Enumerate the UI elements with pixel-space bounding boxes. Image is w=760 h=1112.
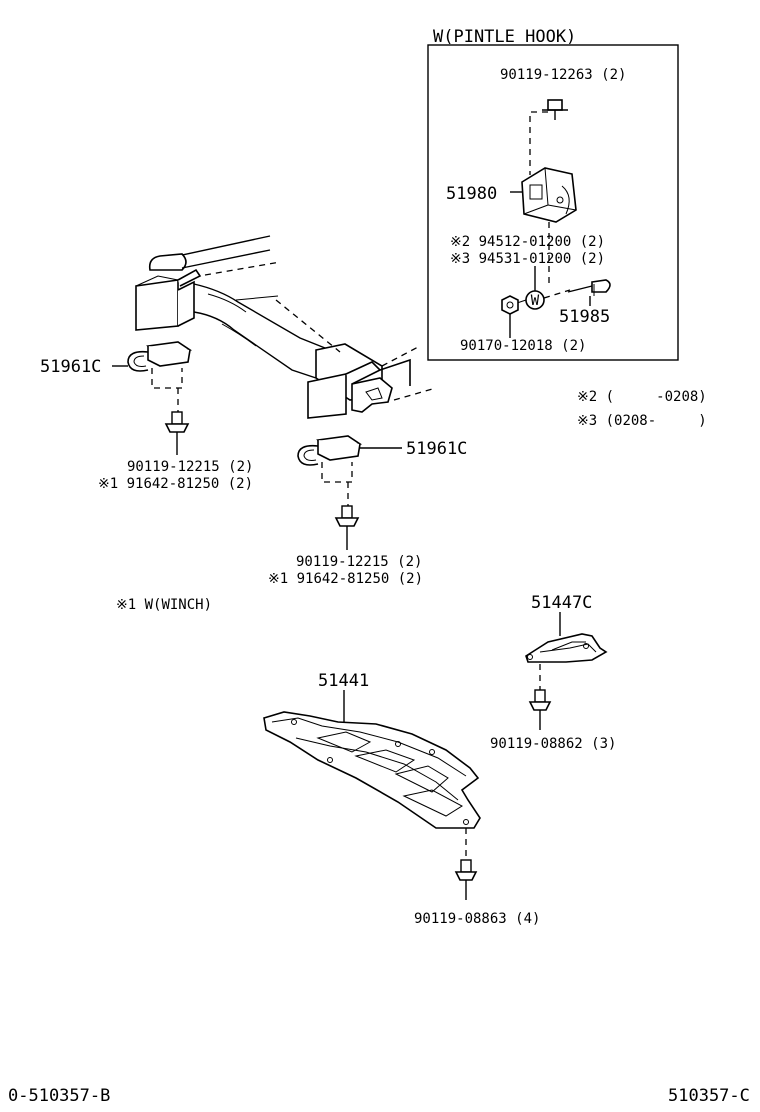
left-tow-hook-group: 51961C 90119-12215 (2) ※1 91642-81250 (2… <box>40 341 253 492</box>
skid-plate-part-number: 51441 <box>318 671 369 691</box>
nut-part-label: 90170-12018 (2) <box>460 338 586 354</box>
legend-note3: ※3 (0208- ) <box>577 413 707 429</box>
pintle-bolt-guide <box>529 111 548 175</box>
skid-plate-group: 51441 90119-08863 (4) <box>263 671 540 927</box>
right-hook-winch-label: ※1 91642-81250 (2) <box>268 571 423 587</box>
note2-part-label: ※2 94512-01200 (2) <box>450 234 605 250</box>
inset-title: W(PINTLE HOOK) <box>433 27 576 47</box>
pintle-hook-inset: W(PINTLE HOOK) 90119-12263 (2) 51980 ※2 … <box>427 27 679 361</box>
w-marker-letter: W <box>531 293 540 309</box>
right-tow-hook-group: 51961C 90119-12215 (2) ※1 91642-81250 (2… <box>268 435 467 587</box>
small-plate-bolt-icon <box>528 689 552 730</box>
left-tow-hook-icon <box>127 341 193 372</box>
right-hook-part-number: 51961C <box>406 439 467 459</box>
left-hook-bolt-icon <box>164 411 190 455</box>
right-tow-hook-icon <box>297 435 363 466</box>
pintle-bolt-icon <box>542 99 568 120</box>
small-plate-group: 51447C 90119-08862 (3) <box>490 593 616 752</box>
inset-frame <box>427 44 679 361</box>
note3-part-label: ※3 94531-01200 (2) <box>450 251 605 267</box>
hook-part-number: 51980 <box>446 184 497 204</box>
nut-icon <box>501 295 519 315</box>
left-hook-part-number: 51961C <box>40 357 101 377</box>
inset-bolt-label: 90119-12263 (2) <box>500 67 626 83</box>
right-hook-bolt-label: 90119-12215 (2) <box>296 554 422 570</box>
frame-rail-drawing <box>135 235 437 419</box>
small-plate-bolt-label: 90119-08862 (3) <box>490 736 616 752</box>
right-hook-bolt-icon <box>334 505 360 550</box>
small-plate-icon <box>525 633 608 663</box>
pintle-hook-icon <box>521 167 577 223</box>
footer-right-code: 510357-C <box>668 1086 750 1106</box>
skid-plate-icon <box>263 711 481 829</box>
pin-icon <box>567 279 611 296</box>
skid-plate-bolt-label: 90119-08863 (4) <box>414 911 540 927</box>
skid-plate-bolt-icon <box>454 859 478 900</box>
winch-note: ※1 W(WINCH) <box>116 597 212 613</box>
pin-part-number: 51985 <box>559 307 610 327</box>
left-hook-bolt-label: 90119-12215 (2) <box>127 459 253 475</box>
footer-left-code: 0-510357-B <box>8 1086 110 1106</box>
small-plate-part-number: 51447C <box>531 593 592 613</box>
left-hook-winch-label: ※1 91642-81250 (2) <box>98 476 253 492</box>
legend-note2: ※2 ( -0208) <box>577 389 707 405</box>
